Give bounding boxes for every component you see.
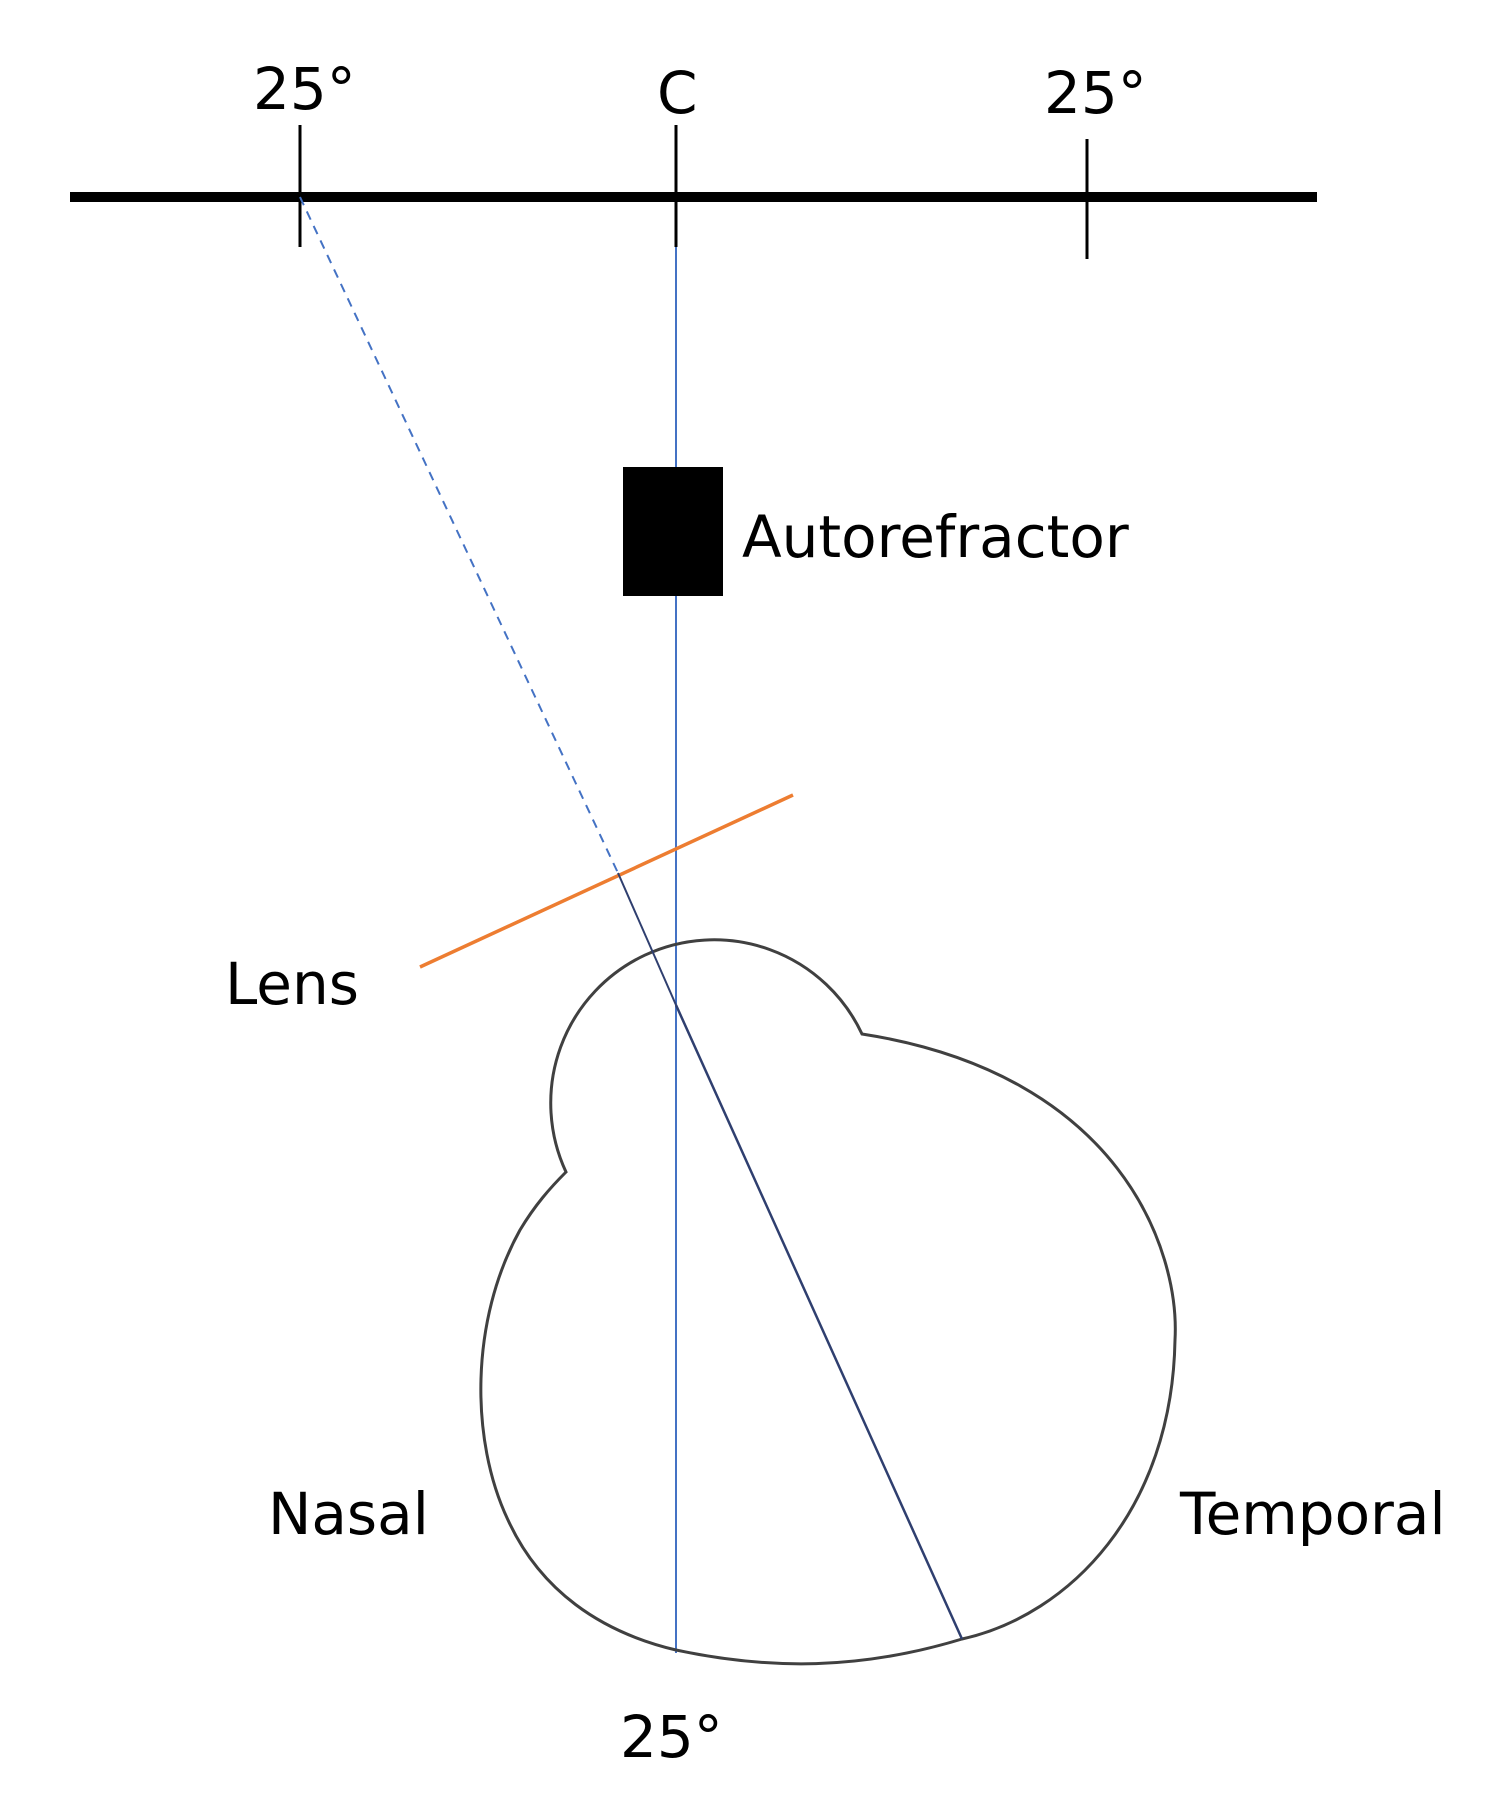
- fixation-right-label: 25°: [1044, 59, 1147, 127]
- retina-angle-label: 25°: [620, 1703, 723, 1771]
- temporal-label: Temporal: [1180, 1480, 1446, 1548]
- refracted-ray: [617, 872, 677, 1006]
- nasal-label: Nasal: [268, 1480, 429, 1548]
- lens-line: [419, 793, 794, 969]
- eyeball-outline: [479, 938, 1177, 1666]
- lens-label: Lens: [225, 950, 359, 1018]
- autorefractor-block: [623, 467, 723, 596]
- autorefractor-label: Autorefractor: [742, 503, 1129, 571]
- retinal-ray: [674, 1004, 964, 1640]
- fixation-left-label: 25°: [253, 55, 356, 123]
- dashed-sightline: [299, 196, 619, 874]
- fixation-center-label: C: [657, 59, 698, 127]
